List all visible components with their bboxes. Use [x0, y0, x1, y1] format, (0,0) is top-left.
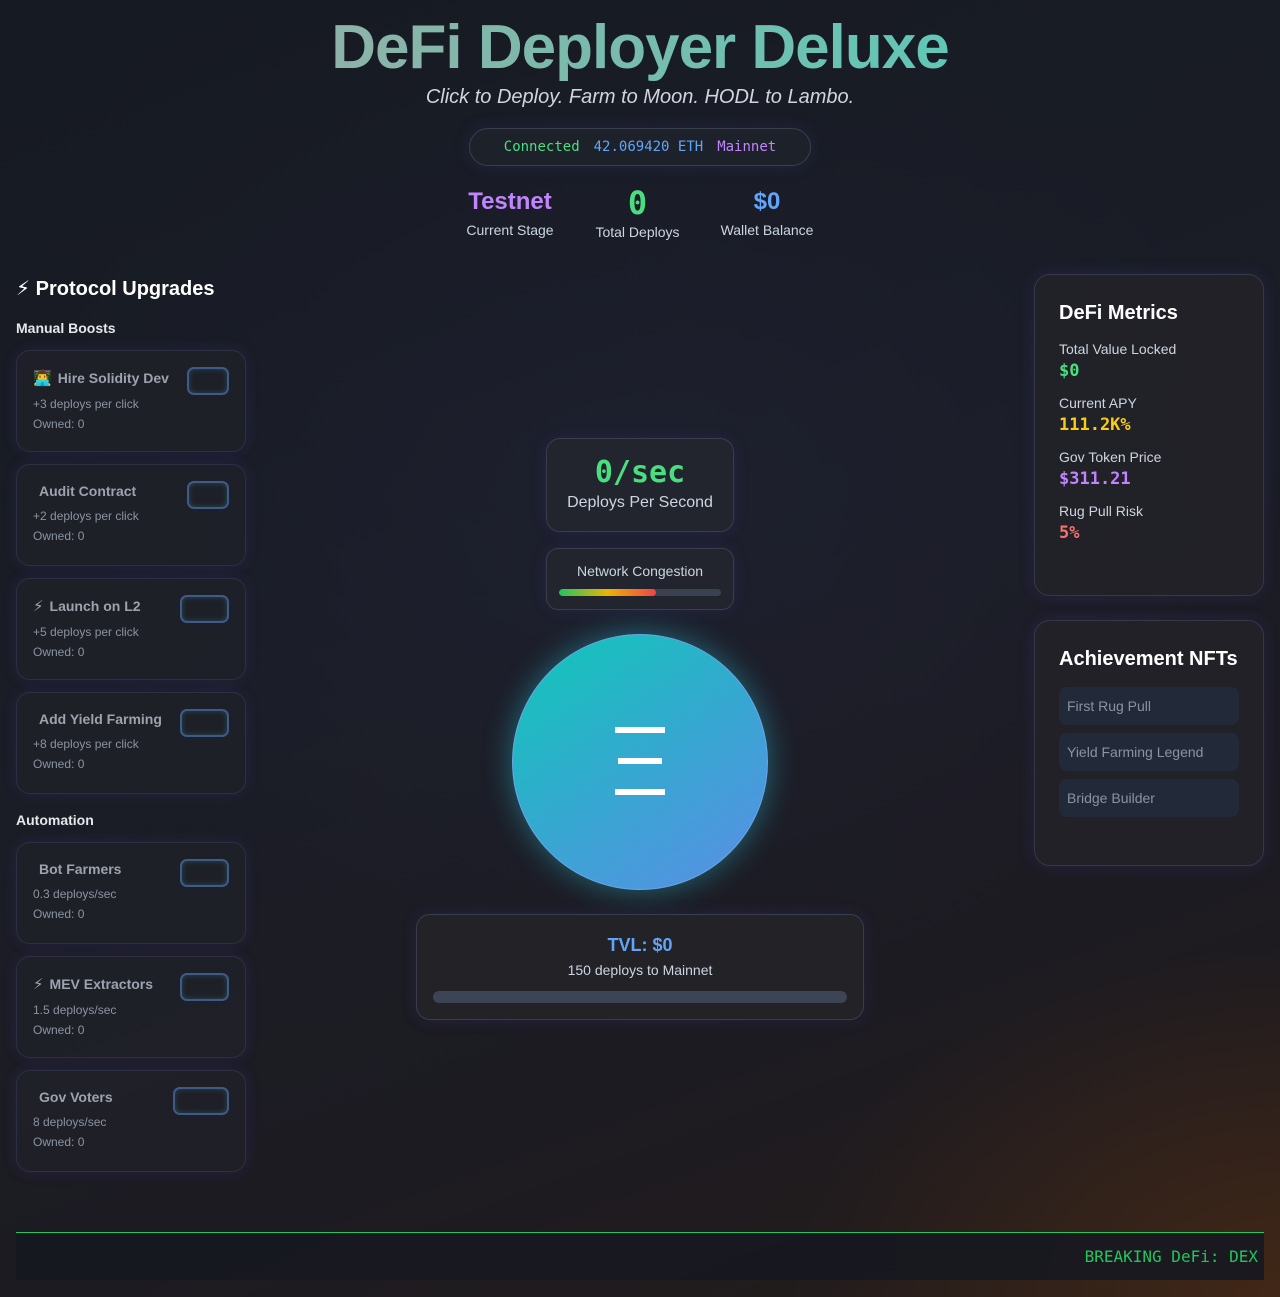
current-stage-value: Testnet — [468, 188, 552, 215]
news-ticker-text: BREAKING DeFi: DEX — [1084, 1247, 1258, 1266]
total-deploys-label: Total Deploys — [595, 224, 680, 240]
upgrade-name: Gov Voters — [39, 1089, 113, 1105]
automation-label: Automation — [16, 812, 94, 828]
lightning-icon: ⚡ — [33, 976, 44, 993]
metric-item: Gov Token Price $311.21 — [1059, 449, 1239, 489]
upgrade-owned-count: Owned: 0 — [33, 417, 85, 431]
buy-button[interactable] — [180, 709, 229, 737]
tvl-progress-panel: TVL: $0 150 deploys to Mainnet — [416, 914, 864, 1020]
buy-button[interactable] — [187, 481, 229, 509]
upgrade-name: Bot Farmers — [39, 861, 122, 877]
metric-label: Total Value Locked — [1059, 341, 1177, 357]
wallet-status-pill[interactable]: Connected 42.069420 ETH Mainnet — [469, 128, 811, 166]
upgrade-audit-contract[interactable]: Audit Contract +2 deploys per click Owne… — [16, 464, 246, 566]
deploys-per-second-value: 0/sec — [594, 455, 686, 490]
upgrade-owned-count: Owned: 0 — [33, 529, 85, 543]
news-ticker: BREAKING DeFi: DEX — [16, 1232, 1264, 1280]
connected-label: Connected — [503, 139, 580, 155]
achievement-nfts-panel: Achievement NFTs First Rug Pull Yield Fa… — [1034, 620, 1264, 866]
app-subtitle: Click to Deploy. Farm to Moon. HODL to L… — [425, 86, 855, 108]
metric-value: 111.2K% — [1059, 415, 1131, 435]
deploys-per-second-panel: 0/sec Deploys Per Second — [546, 438, 734, 532]
manual-boosts-label: Manual Boosts — [16, 320, 116, 336]
achievement-item: First Rug Pull — [1059, 687, 1239, 725]
upgrade-name: Hire Solidity Dev — [57, 370, 169, 386]
upgrade-owned-count: Owned: 0 — [33, 645, 85, 659]
metric-value: 5% — [1059, 523, 1080, 543]
buy-button[interactable] — [180, 973, 229, 1001]
upgrade-description: +3 deploys per click — [33, 397, 139, 411]
metric-label: Gov Token Price — [1059, 449, 1162, 465]
buy-button[interactable] — [173, 1087, 229, 1115]
tvl-value: TVL: $0 — [607, 935, 673, 955]
upgrade-owned-count: Owned: 0 — [33, 757, 85, 771]
app-title: DeFi Deployer Deluxe — [0, 12, 1280, 83]
ethereum-icon — [615, 727, 665, 797]
upgrade-description: 1.5 deploys/sec — [33, 1003, 117, 1017]
upgrade-gov-voters[interactable]: Gov Voters 8 deploys/sec Owned: 0 — [16, 1070, 246, 1172]
upgrade-description: 8 deploys/sec — [33, 1115, 107, 1129]
metric-value: $311.21 — [1059, 469, 1131, 489]
metric-item: Current APY 111.2K% — [1059, 395, 1239, 435]
achievement-item: Yield Farming Legend — [1059, 733, 1239, 771]
stat-wallet-balance: $0 Wallet Balance — [712, 188, 822, 238]
metric-item: Rug Pull Risk 5% — [1059, 503, 1239, 543]
buy-button[interactable] — [187, 367, 229, 395]
buy-button[interactable] — [180, 595, 229, 623]
upgrade-owned-count: Owned: 0 — [33, 1135, 85, 1149]
upgrade-description: +8 deploys per click — [33, 737, 139, 751]
achievement-list: First Rug Pull Yield Farming Legend Brid… — [1059, 687, 1239, 817]
wallet-balance-value: $0 — [753, 188, 781, 215]
stat-total-deploys: 0 Total Deploys — [580, 184, 695, 240]
tvl-progress-bar — [433, 991, 847, 1003]
upgrade-description: +5 deploys per click — [33, 625, 139, 639]
stat-current-stage: Testnet Current Stage — [450, 188, 570, 238]
developer-icon: 👨‍💻 — [33, 370, 52, 387]
upgrade-launch-on-l2[interactable]: ⚡ Launch on L2 +5 deploys per click Owned… — [16, 578, 246, 680]
upgrade-bot-farmers[interactable]: Bot Farmers 0.3 deploys/sec Owned: 0 — [16, 842, 246, 944]
upgrade-name: Add Yield Farming — [39, 711, 162, 727]
upgrade-hire-solidity-dev[interactable]: 👨‍💻 Hire Solidity Dev +3 deploys per clic… — [16, 350, 246, 452]
metric-item: Total Value Locked $0 — [1059, 341, 1239, 381]
protocol-upgrades-title: ⚡ Protocol Upgrades — [16, 278, 215, 300]
total-deploys-value: 0 — [627, 184, 648, 222]
achievement-nfts-title: Achievement NFTs — [1059, 648, 1238, 670]
upgrade-name: Audit Contract — [39, 483, 137, 499]
lightning-icon: ⚡ — [33, 598, 44, 615]
defi-metrics-title: DeFi Metrics — [1059, 302, 1178, 324]
upgrade-name: Launch on L2 — [49, 598, 141, 614]
wallet-eth-balance: 42.069420 ETH — [593, 139, 704, 155]
tvl-progress-label: 150 deploys to Mainnet — [567, 962, 713, 978]
current-stage-label: Current Stage — [466, 222, 554, 238]
metric-label: Rug Pull Risk — [1059, 503, 1144, 519]
upgrade-owned-count: Owned: 0 — [33, 907, 85, 921]
deploys-per-second-label: Deploys Per Second — [567, 494, 713, 511]
upgrade-mev-extractors[interactable]: ⚡ MEV Extractors 1.5 deploys/sec Owned: 0 — [16, 956, 246, 1058]
metric-label: Current APY — [1059, 395, 1137, 411]
deploy-button[interactable] — [512, 634, 768, 890]
network-congestion-bar — [559, 589, 721, 596]
upgrade-owned-count: Owned: 0 — [33, 1023, 85, 1037]
upgrade-description: 0.3 deploys/sec — [33, 887, 117, 901]
upgrade-name: MEV Extractors — [49, 976, 154, 992]
wallet-balance-label: Wallet Balance — [720, 222, 814, 238]
network-name: Mainnet — [717, 139, 777, 155]
achievement-item: Bridge Builder — [1059, 779, 1239, 817]
network-congestion-fill — [559, 589, 657, 596]
upgrade-add-yield-farming[interactable]: Add Yield Farming +8 deploys per click O… — [16, 692, 246, 794]
upgrade-description: +2 deploys per click — [33, 509, 139, 523]
network-congestion-label: Network Congestion — [576, 563, 704, 579]
network-congestion-panel: Network Congestion — [546, 548, 734, 610]
buy-button[interactable] — [180, 859, 229, 887]
metric-value: $0 — [1059, 361, 1080, 381]
connected-status: Connected — [504, 139, 580, 155]
